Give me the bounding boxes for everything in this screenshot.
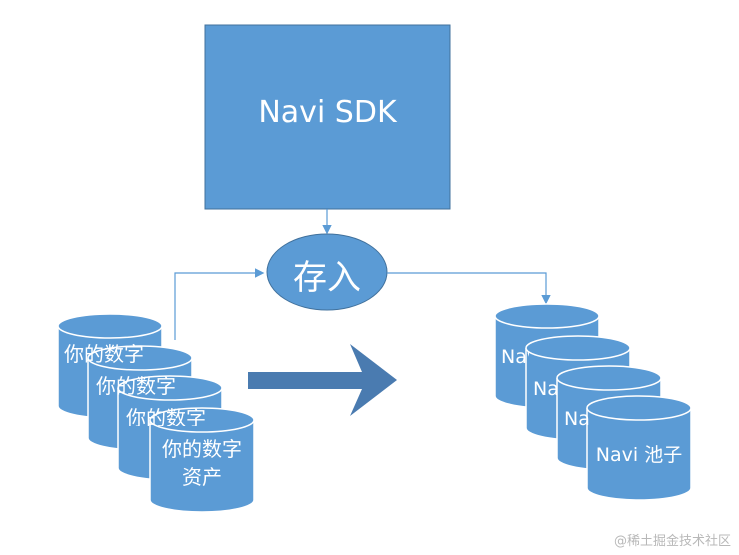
- pool-label-partial-3: Navi: [564, 408, 589, 430]
- store-label: 存入: [293, 258, 361, 298]
- assets-to-store-connector: [174, 268, 265, 340]
- pool-label-partial-2: Navi: [533, 378, 559, 400]
- store-to-pool-connector: [387, 272, 551, 305]
- pool-label: Navi 池子: [595, 444, 683, 466]
- asset-label-partial-1: 你的数字: [64, 342, 144, 364]
- transfer-arrow: [248, 344, 397, 416]
- sdk-label: Navi SDK: [258, 95, 397, 130]
- asset-label-line2: 资产: [182, 465, 222, 489]
- pool-label-partial-1: Navi: [501, 346, 529, 368]
- pool-cylinder-4: [586, 395, 692, 501]
- watermark: @稀土掘金技术社区: [613, 534, 731, 549]
- asset-label-line1: 你的数字: [162, 437, 242, 461]
- store-ellipse: [266, 233, 388, 311]
- sdk-box: [204, 24, 451, 210]
- asset-label-partial-3: 你的数字: [126, 406, 206, 426]
- asset-cylinder-4: [149, 407, 255, 513]
- asset-label-partial-2: 你的数字: [96, 374, 176, 396]
